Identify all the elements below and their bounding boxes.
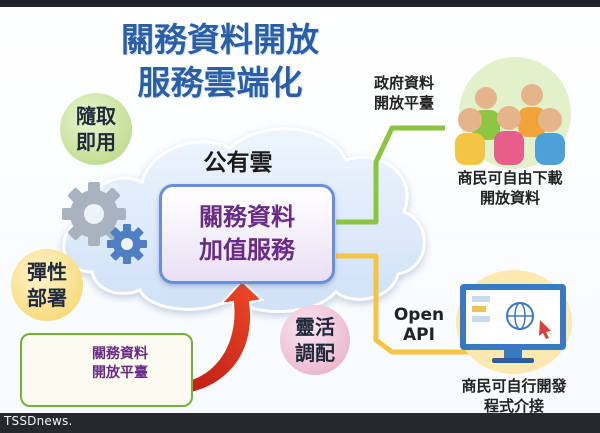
monitor-globe-icon bbox=[456, 270, 572, 374]
bubble-ready-line-1: 隨取 bbox=[76, 104, 116, 128]
connector-yellow bbox=[336, 253, 470, 355]
core-service-box: 關務資料 加值服務 bbox=[159, 184, 335, 284]
bottom-bar bbox=[0, 413, 600, 433]
bubble-ready-label: 隨取 即用 bbox=[66, 103, 126, 155]
title-line-1: 關務資料開放 bbox=[121, 20, 319, 59]
top-bar bbox=[0, 0, 600, 7]
bubble-ready bbox=[60, 93, 132, 165]
bubble-flexible-line-1: 靈活 bbox=[295, 315, 335, 339]
open-api-line-2: API bbox=[403, 325, 435, 345]
bubble-flexible bbox=[280, 305, 350, 375]
curved-arrow-icon bbox=[148, 279, 265, 397]
download-label: 商民可自由下載 開放資料 bbox=[430, 168, 590, 208]
open-api-label: Open API bbox=[388, 305, 450, 345]
gov-platform-label: 政府資料 開放平臺 bbox=[356, 73, 452, 113]
gov-platform-line-1: 政府資料 bbox=[373, 74, 434, 92]
gear-icon bbox=[107, 224, 147, 264]
customs-platform-label: 關務資料 開放平臺 bbox=[92, 345, 192, 383]
gov-platform-line-2: 開放平臺 bbox=[373, 94, 434, 112]
connector-green bbox=[336, 125, 445, 225]
bubble-flexible-line-2: 調配 bbox=[295, 341, 335, 365]
bubble-flexible-label: 靈活 調配 bbox=[285, 314, 345, 366]
customs-platform-line-1: 關務資料 bbox=[92, 346, 148, 362]
core-line-1: 關務資料 bbox=[199, 203, 295, 231]
title-line-2: 服務雲端化 bbox=[137, 63, 303, 102]
page-title: 關務資料開放 服務雲端化 bbox=[105, 18, 335, 104]
customs-platform-box bbox=[20, 333, 193, 407]
core-line-2: 加值服務 bbox=[199, 236, 295, 264]
gear-icon bbox=[62, 182, 126, 246]
customs-platform-line-2: 開放平臺 bbox=[92, 365, 148, 381]
bubble-ready-line-2: 即用 bbox=[76, 130, 116, 154]
download-line-2: 開放資料 bbox=[479, 189, 540, 207]
open-api-line-1: Open bbox=[393, 305, 445, 325]
develop-label: 商民可自行開發 程式介接 bbox=[426, 376, 600, 416]
bubble-elastic-line-2: 部署 bbox=[27, 286, 67, 310]
bubble-elastic-label: 彈性 部署 bbox=[17, 259, 77, 311]
develop-line-2: 程式介接 bbox=[483, 397, 544, 415]
cloud-label: 公有雲 bbox=[203, 150, 273, 176]
watermark: TSSDnews. bbox=[4, 414, 73, 428]
bubble-elastic bbox=[11, 249, 83, 321]
people-icon bbox=[455, 57, 571, 169]
bubble-elastic-line-1: 彈性 bbox=[27, 260, 67, 284]
develop-line-1: 商民可自行開發 bbox=[461, 377, 567, 395]
download-line-1: 商民可自由下載 bbox=[457, 169, 563, 187]
